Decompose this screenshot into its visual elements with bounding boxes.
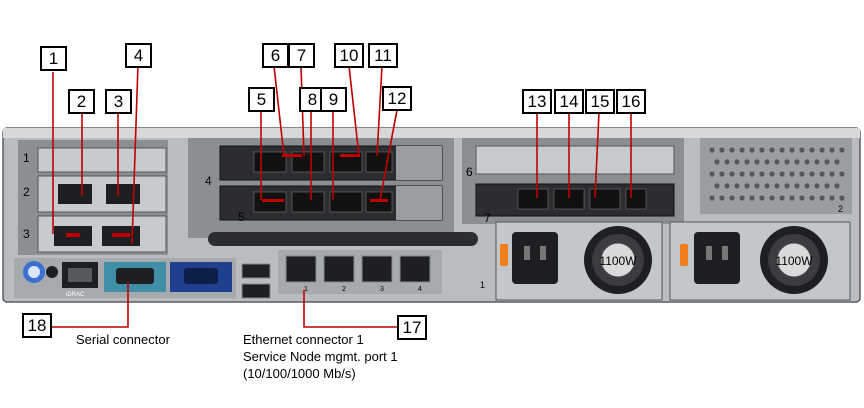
eth-port-3 <box>361 255 393 283</box>
psu1-ac-inlet <box>512 232 558 284</box>
usb-port-b <box>241 283 271 299</box>
callout-3: 3 <box>105 89 132 114</box>
slot-number-1: 1 <box>23 151 30 165</box>
slot2-port-a <box>58 184 92 204</box>
leader-lines <box>52 63 632 328</box>
psu-index-2: 2 <box>838 204 843 214</box>
callout-12: 12 <box>382 86 412 111</box>
slot1-bracket <box>37 147 167 173</box>
usb-port-a <box>241 263 271 279</box>
idrac-label: iDRAC <box>66 292 85 298</box>
slot-number-2: 2 <box>23 185 30 199</box>
psu-index-1: 1 <box>480 280 485 290</box>
psu2-ac-inlet <box>694 232 740 284</box>
eth-port-number-2: 2 <box>342 286 346 293</box>
eth-port-1 <box>285 255 317 283</box>
slot3-cable-b <box>112 233 130 237</box>
psu1-label: 1100W <box>599 254 637 268</box>
slot5-latch <box>396 186 442 220</box>
callout-14: 14 <box>554 89 584 114</box>
callout-5: 5 <box>248 87 275 112</box>
callout-13: 13 <box>522 89 552 114</box>
slot6-bracket <box>475 145 675 175</box>
callout-11: 11 <box>368 43 398 68</box>
slot3-cable-a <box>66 233 80 237</box>
eth-port-4 <box>399 255 431 283</box>
ethernet-caption-line3: (10/100/1000 Mb/s) <box>243 366 356 381</box>
slot2-port-b <box>106 184 140 204</box>
callout-2: 2 <box>68 89 95 114</box>
eth-port-number-4: 4 <box>418 286 422 293</box>
slot-number-7: 7 <box>484 211 491 225</box>
chassis-top-edge <box>3 128 860 138</box>
slot-number-6: 6 <box>466 165 473 179</box>
vent-holes <box>709 147 845 201</box>
psu2-label: 1100W <box>775 254 813 268</box>
callout-18: 18 <box>22 313 52 338</box>
ethernet-caption-line2: Service Node mgmt. port 1 <box>243 349 398 364</box>
callout-4: 4 <box>125 43 152 68</box>
ethernet-caption-line1: Ethernet connector 1 <box>243 332 364 347</box>
slot2-bracket <box>37 175 167 213</box>
callout-15: 15 <box>585 89 615 114</box>
callout-7: 7 <box>288 43 315 68</box>
callout-10: 10 <box>334 43 364 68</box>
callout-16: 16 <box>616 89 646 114</box>
vent-grille <box>700 138 852 214</box>
slot-number-5: 5 <box>238 210 245 224</box>
serial-connector-caption: Serial connector <box>76 332 170 347</box>
eth-port-2 <box>323 255 355 283</box>
psu1-latch <box>500 244 508 266</box>
callout-1: 1 <box>40 46 67 71</box>
callout-17: 17 <box>397 315 427 340</box>
slot-number-4: 4 <box>205 174 212 188</box>
id-led <box>46 266 58 278</box>
slot-number-3: 3 <box>23 227 30 241</box>
callout-9: 9 <box>320 87 347 112</box>
slot4-latch <box>396 146 442 180</box>
chassis-handle <box>208 232 478 246</box>
eth-port-number-3: 3 <box>380 286 384 293</box>
eth-port-number-1: 1 <box>304 286 308 293</box>
callout-6: 6 <box>262 43 289 68</box>
psu2-latch <box>680 244 688 266</box>
